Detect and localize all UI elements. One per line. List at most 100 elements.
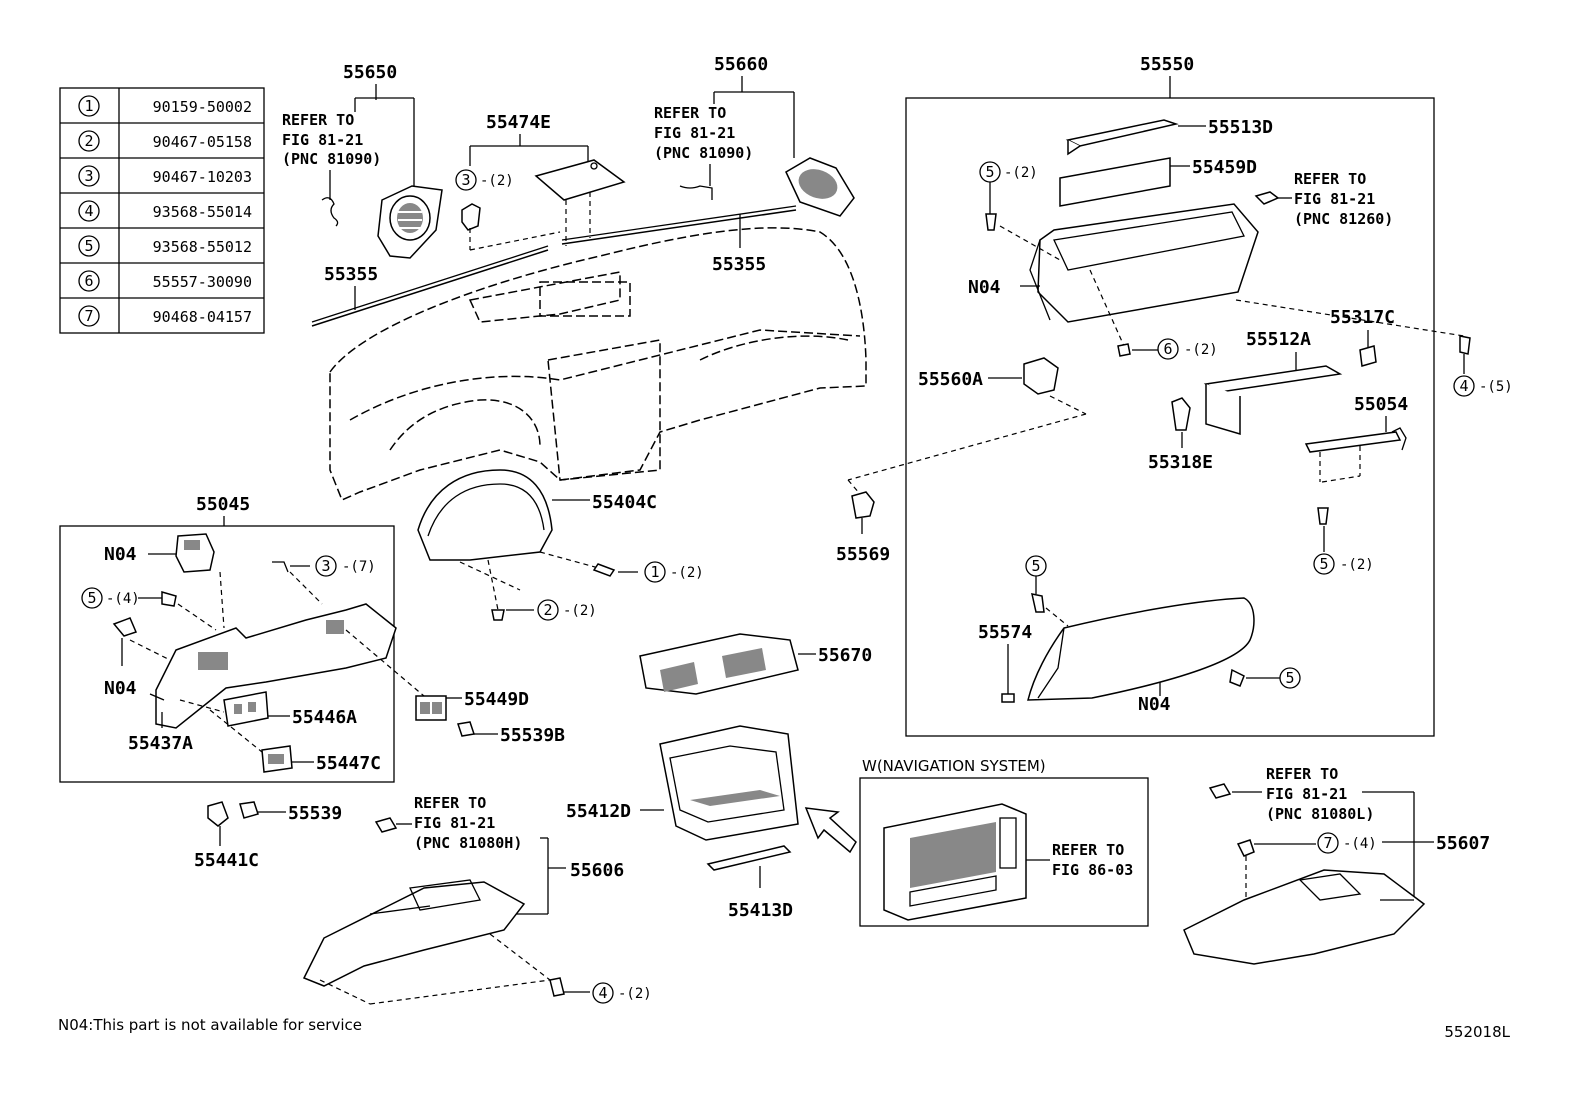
- table-part-no-3: 90467-10203: [153, 168, 252, 186]
- table-part-no-1: 90159-50002: [153, 98, 252, 116]
- callout-7-qty: -(4): [1343, 836, 1377, 852]
- ref-nav-line1: REFER TO: [1052, 841, 1124, 859]
- label-55413D: 55413D: [728, 900, 793, 921]
- ref-55660-line2: FIG 81-21: [654, 124, 735, 142]
- callout-5-key-door-top: 5: [1031, 557, 1040, 575]
- table-key-6: 6: [84, 272, 93, 290]
- callout-4-qty-bottom: -(2): [618, 986, 652, 1002]
- ref-55550-line1: REFER TO: [1294, 170, 1366, 188]
- label-55441C: 55441C: [194, 850, 259, 871]
- label-55539: 55539: [288, 803, 342, 824]
- ref-nav-line2: FIG 86-03: [1052, 861, 1133, 879]
- label-55412D: 55412D: [566, 801, 631, 822]
- label-55650: 55650: [343, 62, 397, 83]
- dashboard-panel: 55355 55355: [311, 205, 867, 502]
- group-55045: 55045 N04 5 -(4) 3 -(7) N04 55437A: [59, 494, 397, 783]
- callout-5-qty-glovebox: -(2): [1004, 165, 1038, 181]
- group-55412D: 55412D: [566, 725, 799, 841]
- table-key-2: 2: [84, 132, 93, 150]
- callout-5-qty-55054: -(2): [1340, 557, 1374, 573]
- label-55446A: 55446A: [292, 707, 357, 728]
- callout-5-qty-panel: -(4): [106, 591, 140, 607]
- callout-5-key-panel: 5: [87, 589, 96, 607]
- label-55355-right: 55355: [712, 254, 766, 275]
- ref-55606-line3: (PNC 81080H): [414, 834, 522, 852]
- callout-7-key: 7: [1323, 834, 1332, 852]
- label-55607: 55607: [1436, 833, 1490, 854]
- table-key-4: 4: [84, 202, 93, 220]
- group-55607: REFER TO FIG 81-21 (PNC 81080L) 55607 7 …: [1183, 765, 1490, 965]
- table-part-no-6: 55557-30090: [153, 273, 252, 291]
- ref-55650-line3: (PNC 81090): [282, 150, 381, 168]
- callout-2-qty: -(2): [563, 603, 597, 619]
- label-55449D: 55449D: [464, 689, 529, 710]
- side-vent-left: [377, 185, 443, 259]
- group-55474E: 55474E 3 -(2): [455, 112, 626, 251]
- table-part-no-5: 93568-55012: [153, 238, 252, 256]
- table-part-no-7: 90468-04157: [153, 308, 252, 326]
- callout-4-key-bottom: 4: [598, 984, 607, 1002]
- footer-note: N04:This part is not available for servi…: [58, 1016, 362, 1034]
- ref-55607-line1: REFER TO: [1266, 765, 1338, 783]
- group-55670: 55670: [639, 633, 872, 695]
- fastener-table: 1 2 3 4 5 6 7 90159-50002 90467-05158 90…: [59, 87, 265, 334]
- label-n04-glove-door: N04: [1138, 694, 1171, 715]
- table-part-no-2: 90467-05158: [153, 133, 252, 151]
- callout-3-key-a: 3: [461, 171, 470, 189]
- callout-4-key-right: 4: [1459, 377, 1468, 395]
- label-n04-panel: N04: [104, 678, 137, 699]
- arrow-icon: [804, 807, 857, 854]
- callout-3-key-panel: 3: [321, 557, 330, 575]
- ref-55650-line2: FIG 81-21: [282, 131, 363, 149]
- label-n04-glove-box: N04: [968, 277, 1001, 298]
- label-55054: 55054: [1354, 394, 1408, 415]
- navigation-system-box: W(NAVIGATION SYSTEM) REFER TO FIG 86-03: [859, 757, 1149, 927]
- label-55569: 55569: [836, 544, 890, 565]
- ref-55550-line2: FIG 81-21: [1294, 190, 1375, 208]
- callout-6-qty: -(2): [1184, 342, 1218, 358]
- callout-3-qty-panel: -(7): [342, 559, 376, 575]
- ref-55660-line1: REFER TO: [654, 104, 726, 122]
- label-55512A: 55512A: [1246, 329, 1311, 350]
- nav-box-title: W(NAVIGATION SYSTEM): [862, 757, 1046, 775]
- table-key-7: 7: [84, 307, 93, 325]
- callout-5-key-55054: 5: [1319, 555, 1328, 573]
- group-55660: 55660 REFER TO FIG 81-21 (PNC 81090): [654, 54, 855, 217]
- group-55539: 55539 55441C: [194, 801, 342, 871]
- callout-4-right-group: 4 -(5): [1235, 299, 1513, 397]
- callout-2-key: 2: [543, 601, 552, 619]
- label-55437A: 55437A: [128, 733, 193, 754]
- ref-55607-line2: FIG 81-21: [1266, 785, 1347, 803]
- label-55447C: 55447C: [316, 753, 381, 774]
- callout-1-key: 1: [650, 563, 659, 581]
- side-vent-right: [785, 157, 855, 217]
- label-55474E: 55474E: [486, 112, 551, 133]
- meter-hood-55404C: 55404C 1 -(2) 2 -(2): [417, 469, 704, 621]
- callout-3-qty-a: -(2): [480, 173, 514, 189]
- ref-55606-line1: REFER TO: [414, 794, 486, 812]
- label-55550: 55550: [1140, 54, 1194, 75]
- group-55413D: 55413D: [706, 845, 793, 921]
- label-55317C: 55317C: [1330, 307, 1395, 328]
- label-55560A: 55560A: [918, 369, 983, 390]
- table-key-5: 5: [84, 237, 93, 255]
- table-key-1: 1: [84, 97, 93, 115]
- label-55513D: 55513D: [1208, 117, 1273, 138]
- label-55045: 55045: [196, 494, 250, 515]
- label-55660: 55660: [714, 54, 768, 75]
- ref-55660-line3: (PNC 81090): [654, 144, 753, 162]
- table-key-3: 3: [84, 167, 93, 185]
- label-n04-switch: N04: [104, 544, 137, 565]
- figure-id: 552018L: [1444, 1023, 1510, 1041]
- group-55606: REFER TO FIG 81-21 (PNC 81080H) 55606 4 …: [302, 794, 652, 1005]
- label-55355-left: 55355: [324, 264, 378, 285]
- callout-5-key-glovebox: 5: [985, 163, 994, 181]
- ref-55607-line3: (PNC 81080L): [1266, 805, 1374, 823]
- label-55574: 55574: [978, 622, 1032, 643]
- label-55404C: 55404C: [592, 492, 657, 513]
- callout-5-key-door-right: 5: [1285, 669, 1294, 687]
- group-55569: 55569: [836, 413, 1087, 565]
- callout-6-key: 6: [1163, 340, 1172, 358]
- callout-4-qty-right: -(5): [1479, 379, 1513, 395]
